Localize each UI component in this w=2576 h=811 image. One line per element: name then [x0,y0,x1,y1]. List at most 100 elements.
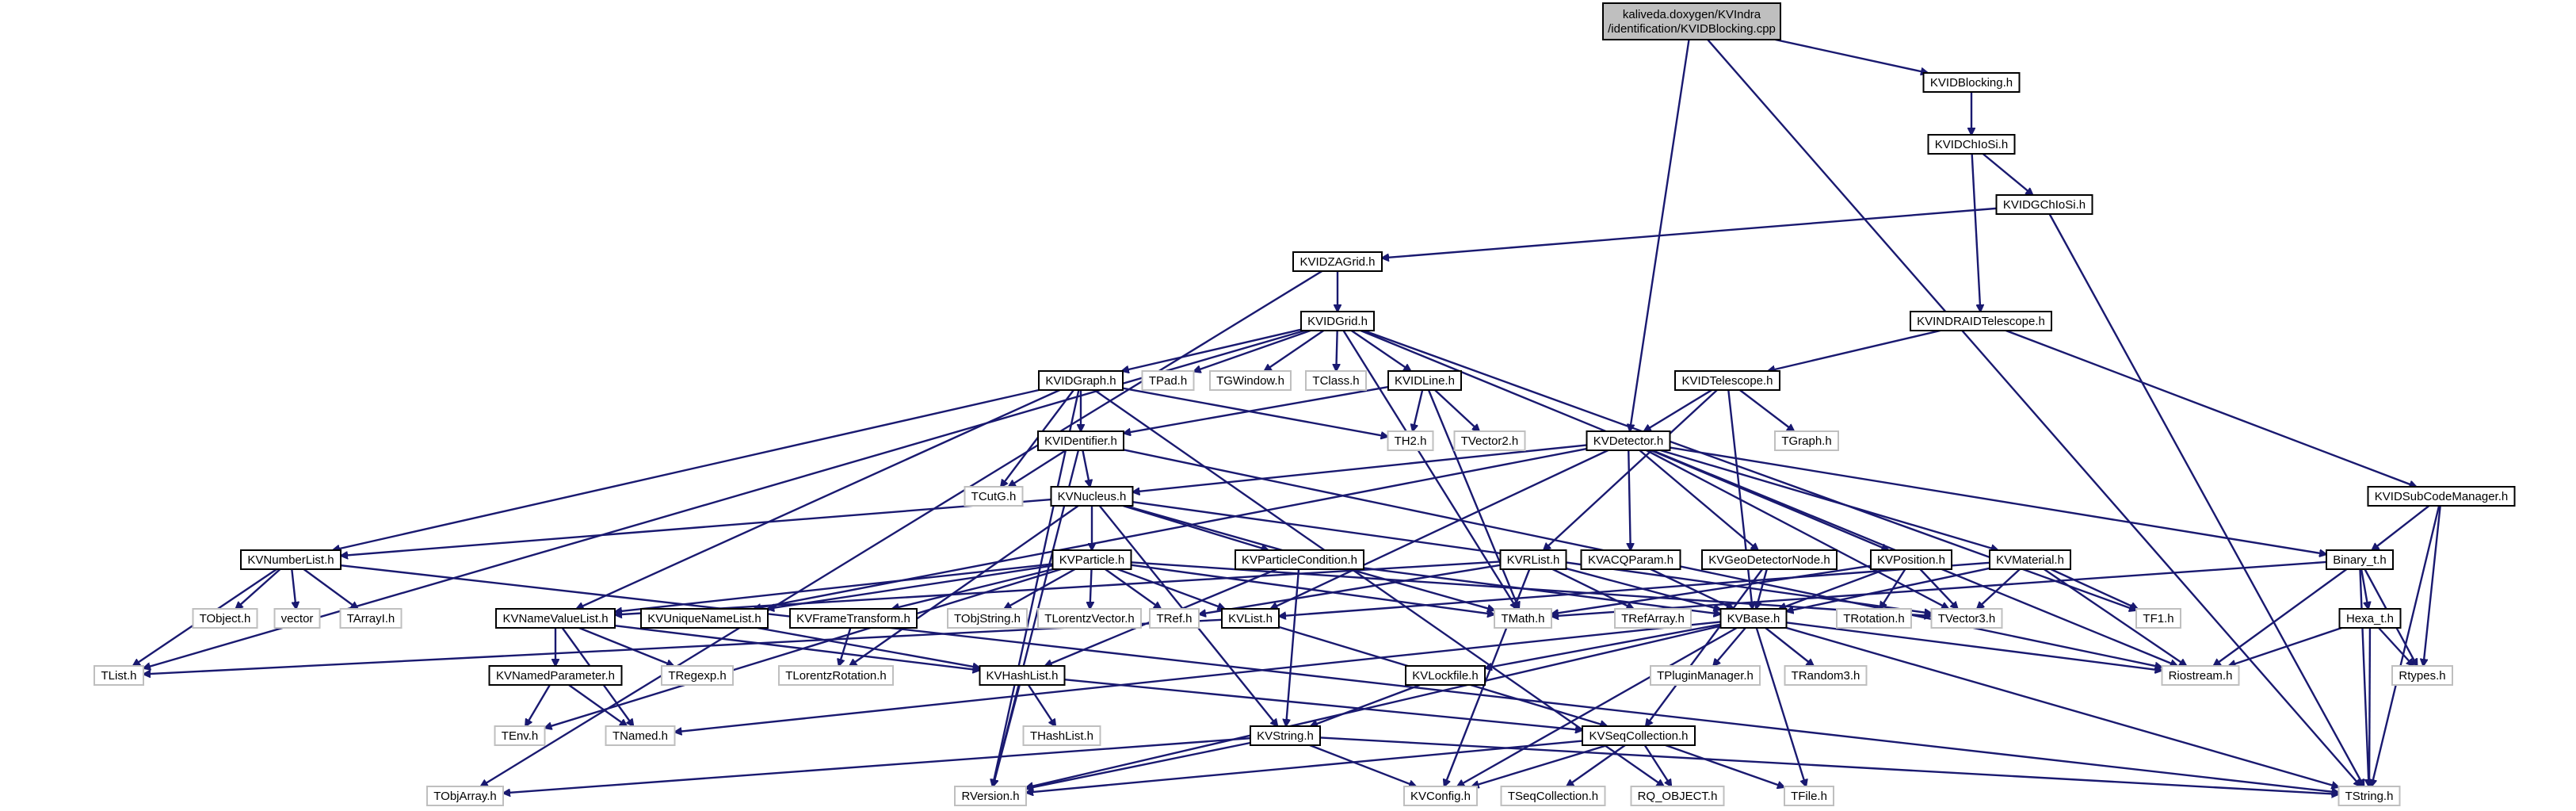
node-kvnucleus[interactable]: KVNucleus.h [1050,486,1134,507]
node-kvlist[interactable]: KVList.h [1221,608,1280,629]
node-riostream[interactable]: Riostream.h [2161,665,2240,686]
node-kvacqparam[interactable]: KVACQParam.h [1580,549,1681,570]
node-box [1927,134,2016,155]
node-th2[interactable]: TH2.h [1387,430,1434,451]
node-tvector2[interactable]: TVector2.h [1453,430,1526,451]
node-box [2338,608,2402,629]
node-trefarray[interactable]: TRefArray.h [1614,608,1692,629]
node-label: TRefArray.h [1621,612,1685,625]
node-box [1582,725,1696,746]
edge-kvindraidtelescope-to-kvidtelescope [1768,329,1941,371]
node-box [273,608,321,629]
node-kvidchiosi[interactable]: KVIDChIoSi.h [1927,134,2016,155]
node-label: KVGeoDetectorNode.h [1708,553,1830,567]
root-file-node[interactable]: kaliveda.doxygen/KVIndra /identification… [1602,2,1781,40]
node-tclass[interactable]: TClass.h [1305,370,1367,391]
node-kvidblocking[interactable]: KVIDBlocking.h [1922,72,2021,93]
node-kvnumberlist[interactable]: KVNumberList.h [240,549,342,570]
edge-kvdetector-to-kvnucleus [1133,444,1587,492]
node-label: Hexa_t.h [2346,612,2394,625]
node-box [1650,665,1761,686]
node-tlist[interactable]: TList.h [93,665,144,686]
edge-kvidgchiosi-to-tstring [2048,213,2365,786]
node-kvhashlist[interactable]: KVHashList.h [979,665,1066,686]
node-kvidline[interactable]: KVIDLine.h [1387,370,1462,391]
node-kvframetransform[interactable]: KVFrameTransform.h [789,608,918,629]
node-tnamed[interactable]: TNamed.h [605,725,676,746]
node-label: TObject.h [200,612,251,625]
node-kvrlist[interactable]: KVRList.h [1499,549,1567,570]
node-kvidentifier[interactable]: KVIDentifier.h [1037,430,1124,451]
node-kvmaterial[interactable]: KVMaterial.h [1989,549,2071,570]
node-kvseqcollection[interactable]: KVSeqCollection.h [1582,725,1696,746]
node-kvdetector[interactable]: KVDetector.h [1586,430,1671,451]
node-label: TMath.h [1501,612,1544,625]
node-kvparticle[interactable]: KVParticle.h [1051,549,1132,570]
node-box [1930,608,2003,629]
node-label: TList.h [101,669,136,683]
node-box [1989,549,2071,570]
node-tobjstring[interactable]: TObjString.h [947,608,1028,629]
node-tcutg[interactable]: TCutG.h [964,486,1024,507]
node-kvidgrid[interactable]: KVIDGrid.h [1300,311,1375,331]
node-tseqcollection[interactable]: TSeqCollection.h [1500,786,1606,806]
node-tlorentzvector[interactable]: TLorentzVector.h [1037,608,1142,629]
node-kvidzagrid[interactable]: KVIDZAGrid.h [1292,251,1383,272]
node-kvidtelescope[interactable]: KVIDTelescope.h [1674,370,1780,391]
edge-hexa_t-to-tstring [2369,627,2370,786]
node-trandom3[interactable]: TRandom3.h [1784,665,1868,686]
node-kvconfig[interactable]: KVConfig.h [1403,786,1478,806]
edge-kvidgrid-to-tclass [1336,330,1337,371]
node-tf1[interactable]: TF1.h [2135,608,2181,629]
node-thashlist[interactable]: THashList.h [1022,725,1101,746]
node-kvuniquenamelist[interactable]: KVUniqueNameList.h [640,608,769,629]
node-tobject[interactable]: TObject.h [192,608,258,629]
node-tstring[interactable]: TString.h [2337,786,2401,806]
node-tregexp[interactable]: TRegexp.h [661,665,734,686]
node-kvnamevaluelist[interactable]: KVNameValueList.h [495,608,616,629]
node-kvidgchiosi[interactable]: KVIDGChIoSi.h [1995,194,2093,215]
node-tgraph[interactable]: TGraph.h [1774,430,1839,451]
edge-kvnumberlist-to-tobject [235,568,281,609]
node-kvnamedparameter[interactable]: KVNamedParameter.h [488,665,623,686]
node-kvstring[interactable]: KVString.h [1250,725,1321,746]
node-tmath[interactable]: TMath.h [1494,608,1552,629]
edge-kvidgchiosi-to-kvidzagrid [1382,207,1997,258]
node-box [1235,549,1364,570]
node-tgwindow[interactable]: TGWindow.h [1209,370,1292,391]
node-tfile[interactable]: TFile.h [1784,786,1834,806]
node-label: RQ_OBJECT.h [1638,790,1718,803]
edge-kvrlist-to-kvnamevaluelist [615,560,1501,614]
node-kvidsubcodemanager[interactable]: KVIDSubCodeManager.h [2367,486,2516,507]
node-box [495,608,616,629]
node-binary-t[interactable]: Binary_t.h [2326,549,2394,570]
node-label: KVNameValueList.h [502,612,608,625]
edge-kvidtelescope-to-tgraph [1739,389,1794,431]
node-kvindraidtelescope[interactable]: KVINDRAIDTelescope.h [1910,311,2052,331]
node-trotation[interactable]: TRotation.h [1836,608,1912,629]
node-tobjarray[interactable]: TObjArray.h [426,786,504,806]
node-kvposition[interactable]: KVPosition.h [1870,549,1952,570]
node-kvbase[interactable]: KVBase.h [1719,608,1788,629]
node-tpad[interactable]: TPad.h [1141,370,1195,391]
edge-hexa_t-to-rtypes [2378,627,2414,666]
node-rq-object[interactable]: RQ_OBJECT.h [1630,786,1725,806]
node-tarrayi[interactable]: TArrayI.h [339,608,403,629]
node-tlorentzrotation[interactable]: TLorentzRotation.h [778,665,894,686]
node-kvparticlecondition[interactable]: KVParticleCondition.h [1235,549,1364,570]
node-kvgeodetectornode[interactable]: KVGeoDetectorNode.h [1701,549,1838,570]
node-rtypes[interactable]: Rtypes.h [2391,665,2453,686]
edge-kvnucleus-to-tlorentzrotation [849,505,1079,666]
node-kvidgraph[interactable]: KVIDGraph.h [1038,370,1124,391]
node-kvlockfile[interactable]: KVLockfile.h [1405,665,1486,686]
node-rversion[interactable]: RVersion.h [954,786,1027,806]
node-tvector3[interactable]: TVector3.h [1930,608,2003,629]
node-tref[interactable]: TRef.h [1149,608,1200,629]
node-label: TFile.h [1791,790,1827,803]
node-hexa-t[interactable]: Hexa_t.h [2338,608,2402,629]
node-vector[interactable]: vector [273,608,321,629]
node-tenv[interactable]: TEnv.h [494,725,546,746]
node-tpluginmanager[interactable]: TPluginManager.h [1650,665,1761,686]
edge-kvframetransform-to-tlorentzrotation [839,627,852,666]
edge-kvseqcollection-to-rq_object [1643,744,1672,786]
